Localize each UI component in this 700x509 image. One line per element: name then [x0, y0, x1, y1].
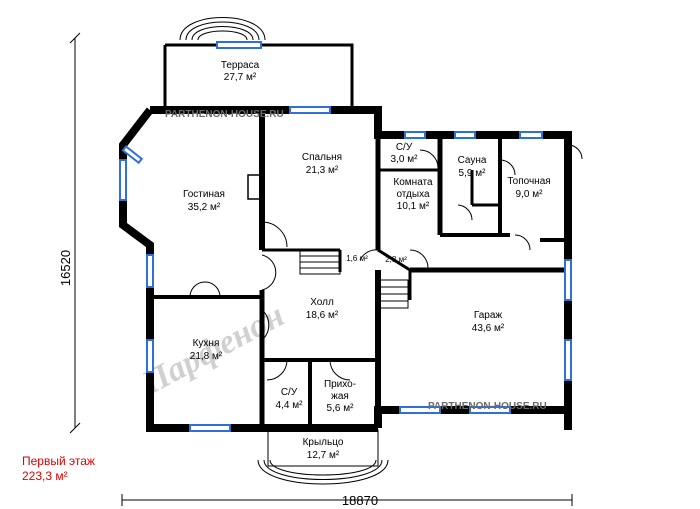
room-name: Топочная: [507, 176, 550, 187]
floor-label: Первый этаж 223,3 м²: [22, 454, 95, 484]
doors: [189, 144, 583, 381]
room-area: 35,2 м²: [188, 202, 221, 213]
room-area: 21,8 м²: [190, 351, 223, 362]
room-wc-upper: С/У 3,0 м²: [391, 142, 419, 165]
small-area-stair: 1,6 м²: [346, 254, 368, 263]
room-name-line1: Комната: [393, 177, 433, 188]
watermark-top: PARTHENON-HOUSE.RU: [165, 109, 284, 120]
room-living: Гостиная 35,2 м²: [183, 189, 225, 213]
room-name: Кухня: [193, 338, 220, 349]
room-porch: Крыльцо 12,7 м²: [303, 437, 344, 461]
room-boiler: Топочная 9,0 м²: [507, 176, 550, 200]
small-area-vestibule: 2,8 м²: [385, 255, 407, 264]
room-area: 21,3 м²: [306, 165, 339, 176]
watermark-logo: Парфенон: [136, 297, 291, 403]
fireplace: [247, 174, 263, 200]
room-area: 3,0 м²: [391, 154, 419, 165]
room-area: 18,6 м²: [306, 310, 339, 321]
room-bedroom: Спальня 21,3 м²: [302, 152, 342, 176]
room-name: Гостиная: [183, 189, 225, 200]
dimension-lines: [69, 32, 573, 506]
room-area: 5,6 м²: [327, 403, 355, 414]
room-name: С/У: [396, 142, 413, 153]
room-garage: Гараж 43,6 м²: [472, 310, 505, 334]
room-terrace: Терраса 27,7 м²: [221, 60, 260, 83]
room-area: 27,7 м²: [224, 72, 257, 83]
room-area: 10,1 м²: [397, 201, 430, 212]
room-name: Терраса: [221, 60, 260, 71]
room-kitchen: Кухня 21,8 м²: [190, 338, 223, 362]
windows: [119, 41, 572, 432]
floor-name: Первый этаж: [22, 454, 95, 468]
room-name: Крыльцо: [303, 437, 344, 448]
room-name: С/У: [281, 387, 298, 398]
watermark-bottom: PARTHENON-HOUSE.RU: [428, 401, 547, 412]
room-hall: Холл 18,6 м²: [306, 297, 339, 321]
room-name-line1: Прихо-: [324, 379, 356, 390]
room-sauna: Сауна 5,9 м²: [458, 155, 487, 179]
room-name: Гараж: [474, 310, 503, 321]
room-name: Холл: [310, 297, 334, 308]
room-name: Спальня: [302, 152, 342, 163]
room-name-line2: жая: [331, 391, 349, 402]
room-area: 12,7 м²: [307, 450, 340, 461]
room-name-line2: отдыха: [396, 189, 430, 200]
terrace-steps: [179, 17, 266, 41]
room-area: 4,4 м²: [276, 400, 304, 411]
room-entrance: Прихо- жая 5,6 м²: [324, 379, 356, 414]
staircase: [299, 249, 409, 309]
room-area: 5,9 м²: [459, 168, 487, 179]
room-area: 43,6 м²: [472, 323, 505, 334]
room-area: 9,0 м²: [516, 189, 544, 200]
room-name: Сауна: [458, 155, 487, 166]
dimension-width: 18870: [342, 493, 378, 508]
dimension-height: 16520: [58, 250, 73, 286]
room-wc-lower: С/У 4,4 м²: [276, 387, 304, 411]
floor-area: 223,3 м²: [22, 469, 68, 483]
room-rest: Комната отдыха 10,1 м²: [393, 177, 433, 212]
walls: [119, 43, 572, 432]
